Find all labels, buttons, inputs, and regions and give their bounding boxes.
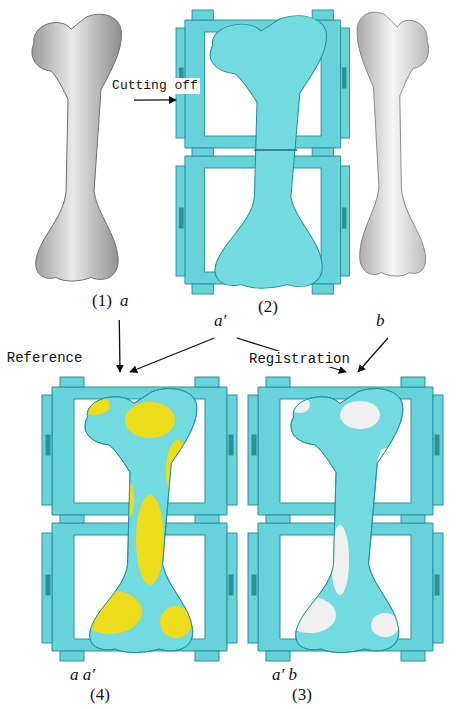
figure-number: (4): [90, 686, 110, 704]
figure-number: (2): [258, 298, 278, 316]
guide-frame: [176, 10, 350, 294]
arrow: [130, 338, 214, 372]
figure-symbol: a′ b: [272, 666, 297, 684]
bone-a-prime: [210, 16, 326, 289]
figure-panel: a a′ (4): [40, 372, 240, 706]
figure-symbol: b: [376, 312, 385, 330]
guide-frame: [248, 377, 443, 661]
arrow: [119, 320, 121, 372]
figure-symbol: a′: [214, 312, 226, 330]
arrow: [134, 99, 176, 101]
figure-panel: b: [352, 6, 432, 338]
cut-line: [254, 149, 297, 151]
arrow: [358, 338, 388, 372]
bone-b: [357, 12, 429, 276]
bone-a: [32, 14, 121, 281]
step-label: Registration: [247, 351, 352, 367]
figure-panel: a′ (2): [176, 6, 350, 338]
deviation-patches: [78, 395, 192, 638]
figure-panel: a′ b (3): [246, 372, 446, 706]
figure-number: (3): [292, 686, 312, 704]
figure-symbol: a: [120, 292, 129, 310]
step-label: Reference: [5, 350, 85, 366]
guide-frame: [42, 377, 237, 661]
step-label: Cutting off: [110, 78, 200, 94]
figure-number: (1): [92, 292, 112, 310]
deviation-patches: [284, 397, 399, 637]
figure-symbol: a a′: [70, 666, 95, 684]
figure-panel: (1) a: [6, 6, 134, 320]
